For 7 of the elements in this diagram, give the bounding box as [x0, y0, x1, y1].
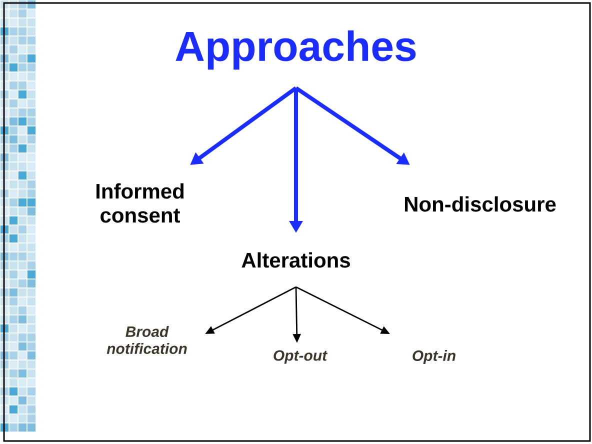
branch-label: Alterations	[242, 252, 350, 268]
title-text: Approaches	[176, 30, 416, 70]
leaf-label: Opt-out	[274, 350, 328, 364]
branch-label: Informed consent	[96, 183, 184, 223]
leaf-label: Broad notification	[106, 326, 187, 354]
leaf-label: Opt-in	[412, 350, 456, 364]
branch-label: Non-disclosure	[404, 196, 556, 212]
